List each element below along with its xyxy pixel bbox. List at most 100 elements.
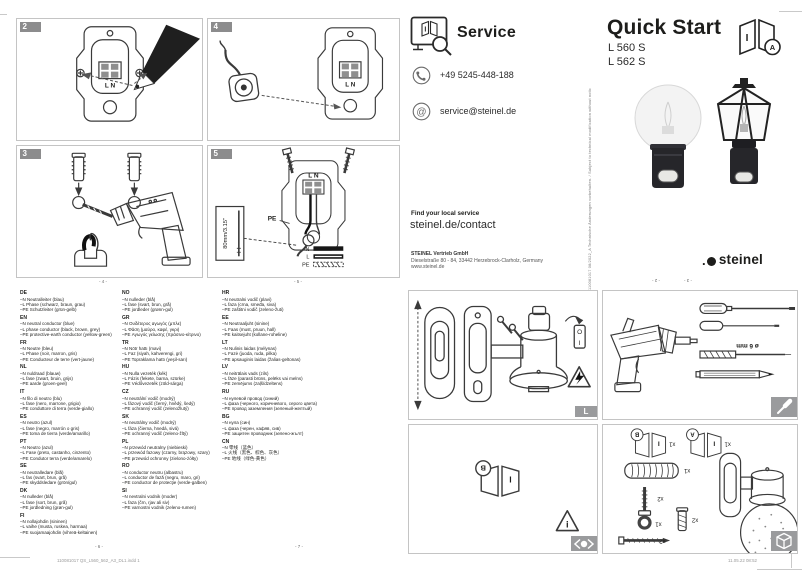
wiring-entry-ES: ES–N neutro (azul)–L fase (negro, marrón… [20,413,118,436]
wiring-entry-SK: SK–N neutrálny vodič (modrý)–L fáza (čie… [122,414,220,436]
wire-description-line: –L fase (zwart, bruin, grijs) [20,376,73,382]
pencil-icon [695,370,775,379]
pencil-figure [133,24,201,91]
wiring-column-1: DE–N Neutralleiter (blau)–L Phase (schwa… [20,288,118,535]
service-booklet-letter: I [424,27,426,34]
wire-description-line: –L 火线（黑色、棕色、灰色） [222,450,283,456]
small-screwdriver-icon [699,320,780,331]
wire-description-line: –PE suojamaajohdin (vihreä-keltainen) [20,529,98,535]
service-email[interactable]: service@steinel.de [440,106,517,116]
svg-text:B: B [635,430,639,436]
language-code: ES [20,413,27,420]
wiring-entry-HU: HU–N Nulla vezeték (kék)–L Fázis (fekete… [122,364,220,387]
terminal-label: L N [308,172,319,179]
wire-description-line: –L vaihe (musta, ruskea, harmaa) [20,524,88,530]
wire-description-line: –PE Conducteur de terre (vert-jaune) [20,356,95,362]
qty-label: x2 [659,537,665,543]
wire-description-line: –N Neutre (bleu) [20,346,54,352]
page-mark-rotated: - 3 - [684,278,693,283]
manual-part-a-booklet-icon: I A [686,428,722,458]
company-website[interactable]: www.steinel.de [411,264,445,270]
wire-description-line: –PE varnostni vodnik (zeleno-rumen) [122,504,197,510]
wire-description-line: –L fas (svart, brun, grå) [20,474,67,480]
wire-description-line: –N nollajohdin (sininen) [20,518,68,524]
wire-description-line: –PE jordledning (grøn-gul) [20,504,73,510]
screw-figure [342,147,356,174]
language-code: RU [222,389,230,396]
service-phone[interactable]: +49 5245-448-188 [440,70,514,80]
wire-description-line: –L fase (nero, marrone, grigio) [20,400,81,406]
language-code: TR [122,339,129,346]
qty-label: x2 [657,495,663,501]
figure-panel-5: 5 L N [207,145,400,278]
wire-description-line: –L faza (crna, smeđa, siva) [222,302,277,308]
tools-figure: ø 6 mm [610,302,796,393]
model-name-1: L 560 S [608,42,646,54]
booklet-circle-letter: A [770,43,776,52]
model-name-2: L 562 S [608,56,646,68]
logo-period: . [702,253,706,268]
wire-description-line: –PE conduttore di terra (verde-giallo) [20,406,94,412]
wire-description-line: –PE zemējums (zaļš/dzeltens) [222,381,283,387]
crop-mark-bottom-right-v [791,552,792,568]
language-code: HU [122,364,130,371]
wire-description-line: –N neutralledare (blå) [20,469,64,475]
wiring-connection-figure: L N PE 80mm/3.15" [215,147,356,269]
wire-description-line: –N 零线（蓝色） [222,444,257,450]
wiring-entry-PT: PT–N Neutro (azul)–L Fase (preto, castan… [20,439,118,461]
wire-description-line: –PE Αγωγός γείωσης (πράσινο-κίτρινο) [122,332,201,338]
lantern-lamp-photo [716,78,772,184]
wire-description-line: –PE przewód ochronny (zielono-żółty) [122,455,198,461]
wire-description-line: –PE 地线（绿色-黄色） [222,455,270,461]
wiring-entry-NL: NL–N nuldraad (blauw)–L fase (zwart, bru… [20,365,118,387]
language-code: DE [20,290,27,297]
wiring-entry-HR: HR–N neutralni vodič (plavi)–L faza (crn… [222,290,330,313]
wire-description-line: –N filo di neutro (blu) [20,395,62,401]
logo-text: steinel [718,252,763,267]
wire-description-line: –L Faas (must, pruun, hall) [222,326,276,332]
wire-description-line: –N nevtralni vodnik (moder) [122,494,178,500]
wire-description-line: –L phase conductor (black, brown, grey) [20,326,101,332]
wire-description-line: –N nulleder (blå) [20,494,54,500]
cable-depth-callout: 80mm/3.15" [215,205,298,261]
required-tools-panel: ø 6 mm [602,290,798,420]
wire-description-line: –L conductor de fază (negru, maro, gri) [122,474,200,480]
wire-description-line: –PE Védővezeték (zöld-sárga) [122,381,184,387]
panel-number-badge: 2 [20,22,41,32]
service-contact-url[interactable]: steinel.de/contact [410,219,496,231]
wiring-column-3: HR–N neutralni vodič (plavi)–L faza (crn… [222,288,330,461]
language-code: HR [222,290,230,297]
wire-description-line: –N нулевой провод (синий) [222,395,279,401]
wiring-entry-DE: DE–N Neutralleiter (blau)–L Phase (schwa… [20,290,118,312]
mounting-figure-panel: O I L [408,290,598,420]
wire-description-line: –PE zaštitni vodič (zeleno-žuti) [222,307,284,313]
qty-label: x1 [655,521,661,527]
wire-description-line: –N przewód neutralny (niebieski) [122,444,188,450]
wire-description-line: –N nulleder (blå) [122,296,156,302]
mount-housing-figure: O I [414,299,591,411]
wire-description-line: –N Nötr hattı (mavi) [122,346,162,352]
depth-label: 80mm/3.15" [223,218,229,249]
foam-strip-icon [624,462,679,479]
email-icon: @ [412,102,431,121]
panel-number-badge: 3 [20,149,41,159]
terminal-label: L N [345,81,355,88]
language-code: SI [122,487,127,494]
wire-description-line: –PE ochranný vodič (zelenožlutý) [122,406,189,412]
wire-description-line: –L Φάση (μαύρο, καφέ, γκρι) [122,326,180,332]
power-switch-icon: O I [564,315,586,349]
wire-description-line: –L fāze (parasti brūns, pelēks vai melns… [222,376,303,382]
page-mark: - 6 - [95,544,104,549]
wiring-entry-TR: TR–N Nötr hattı (mavi)–L Faz (siyah, kah… [122,339,220,362]
wire-description-line: –PE провод заземления (зеленый-желтый) [222,406,312,412]
wire-description-line: –L Faz (siyah, kahverengi, gri) [122,351,183,357]
qty-label: x1 [684,467,690,473]
wiring-entry-BG: BG–N нула (син)–L фаза (черен, кафяв, си… [222,414,330,436]
section-tab-eye [571,536,597,551]
language-code: LV [222,364,229,371]
wire-description-line: –PE protective-earth conductor (yellow-g… [20,332,112,338]
wiring-entry-SI: SI–N nevtralni vodnik (moder)–L faza (čr… [122,487,220,510]
language-code: IT [20,389,25,396]
page-mark: - 7 - [295,544,304,549]
